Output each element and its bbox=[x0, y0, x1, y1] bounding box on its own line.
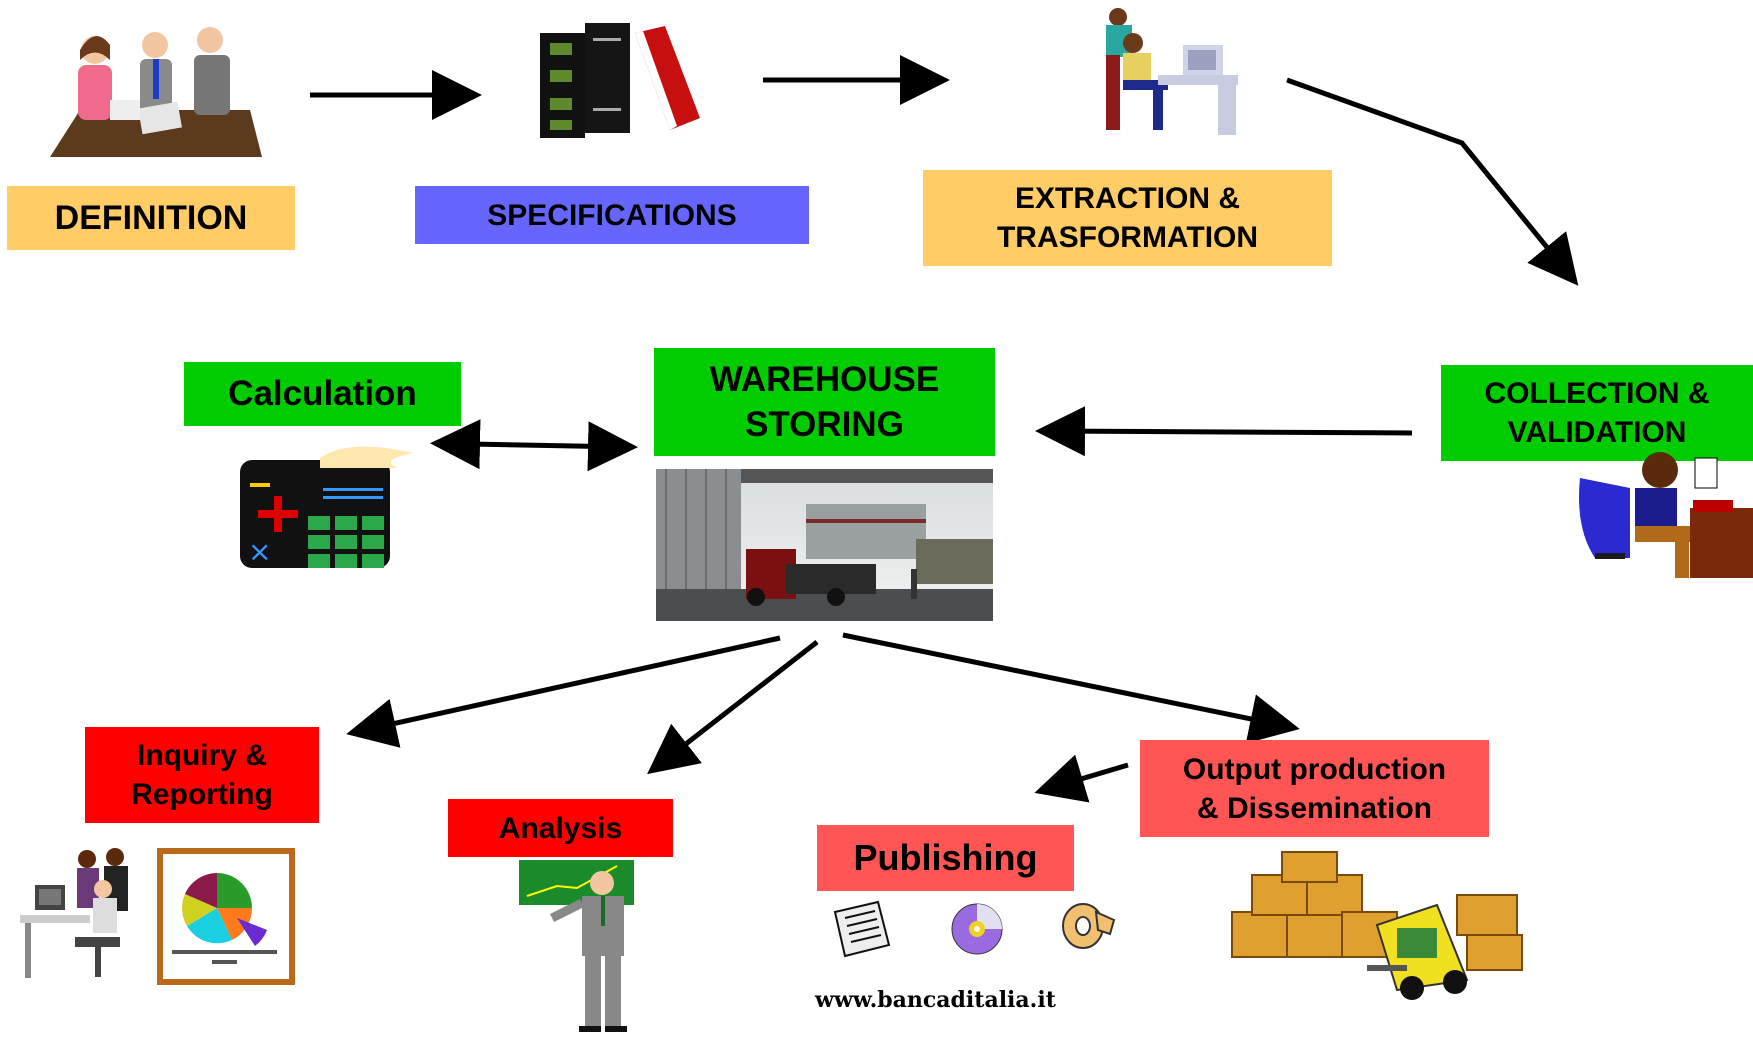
computer-workers-icon bbox=[1106, 8, 1238, 135]
newspaper-icon bbox=[833, 900, 891, 958]
definition-label: DEFINITION bbox=[7, 186, 295, 250]
books-icon bbox=[540, 23, 700, 138]
inquiry-reporting-label: Inquiry & Reporting bbox=[85, 727, 319, 823]
presenter-icon bbox=[519, 860, 634, 1032]
pie-chart-board-icon bbox=[157, 848, 295, 985]
tape-icon bbox=[1062, 903, 1116, 949]
warehouse-photo bbox=[656, 469, 993, 621]
warehouse-storing-label: WAREHOUSE STORING bbox=[654, 348, 995, 456]
arrow-warehouse-to-inquiry bbox=[346, 635, 781, 748]
arrow-calculation-warehouse bbox=[430, 419, 638, 472]
calculation-label: Calculation bbox=[184, 362, 461, 426]
arrow-extraction-to-collection bbox=[1286, 77, 1579, 286]
collection-validation-label: COLLECTION & VALIDATION bbox=[1441, 365, 1753, 461]
calculator-icon: × bbox=[240, 446, 413, 568]
forklift-boxes-icon bbox=[1231, 851, 1523, 1000]
computer-team-icon bbox=[20, 848, 128, 978]
arrow-warehouse-to-analysis bbox=[647, 640, 819, 775]
extraction-transformation-label: EXTRACTION & TRASFORMATION bbox=[923, 170, 1332, 266]
arrow-warehouse-to-output bbox=[842, 632, 1300, 744]
meeting-icon bbox=[50, 27, 262, 157]
analysis-label: Analysis bbox=[448, 799, 673, 857]
telephone-operator-icon bbox=[1579, 452, 1753, 578]
cd-icon bbox=[951, 903, 1003, 955]
arrow-collection-to-warehouse bbox=[1035, 406, 1413, 457]
publishing-label: Publishing bbox=[817, 825, 1074, 891]
specifications-label: SPECIFICATIONS bbox=[415, 186, 809, 244]
svg-text:×: × bbox=[248, 535, 271, 568]
output-dissemination-label: Output production & Dissemination bbox=[1140, 740, 1489, 837]
website-url[interactable]: www.bancaditalia.it bbox=[815, 987, 1056, 1013]
arrow-output-to-publishing bbox=[1034, 754, 1129, 803]
